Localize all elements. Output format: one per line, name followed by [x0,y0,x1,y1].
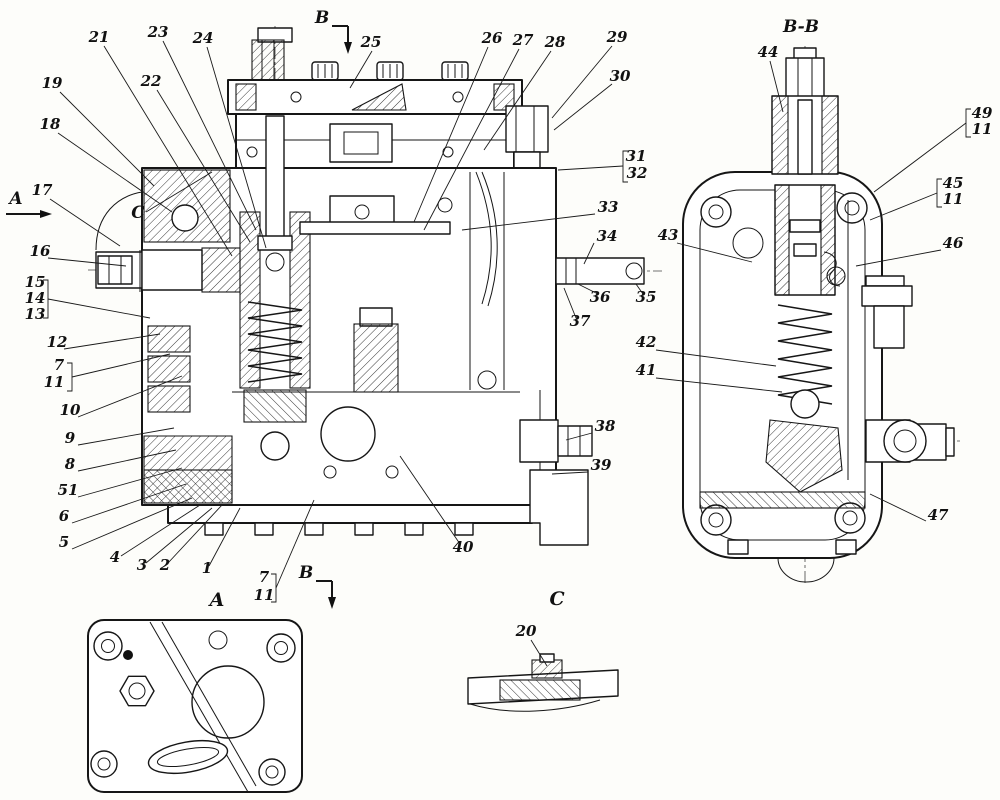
mounting-foot [529,469,589,546]
bb-plunger-tower [771,47,839,175]
callout-44: 44 [758,43,779,61]
callout-20: 20 [515,622,537,640]
callout-12: 12 [47,333,68,351]
callout-19: 19 [42,74,63,92]
callout-6: 6 [59,507,70,525]
side-fitting [519,419,593,463]
callout-7-left: 7 [54,356,65,374]
central-bolt [251,27,293,81]
bottom-flange [167,469,589,546]
section-bb-title: B-B [782,17,819,37]
callout-31: 31 [626,147,647,165]
control-rack [299,221,451,235]
view-a [87,619,303,793]
callout-45: 45 [943,174,964,192]
callout-1: 1 [202,559,212,577]
vent-caps [311,61,469,81]
callout-33: 33 [598,198,619,216]
bb-right-fittings [861,275,955,463]
callout-27: 27 [512,31,534,49]
callout-25: 25 [360,33,382,51]
callout-30: 30 [610,67,631,85]
section-marks [6,25,352,609]
callout-9: 9 [65,429,76,447]
view-c [467,653,619,712]
callout-26: 26 [481,29,503,47]
plunger-spring [247,301,303,383]
callout-15: 15 [25,273,46,291]
callout-labels: 21 22 23 24 25 26 27 28 29 30 31 32 33 3… [25,23,993,640]
callout-23: 23 [147,23,169,41]
callout-11-top-right: 11 [972,120,993,138]
callout-7-bottom: 7 [259,568,270,586]
view-a-slot [147,739,229,775]
leader-lines [43,40,971,667]
view-c-title: C [549,588,564,610]
callout-17: 17 [32,181,53,199]
view-a-hex-nut [119,675,155,707]
left-hex-bolt [97,255,133,285]
callout-40: 40 [453,538,474,556]
callout-2: 2 [159,556,170,574]
callout-49: 49 [972,104,993,122]
callout-34: 34 [597,227,618,245]
section-bb-view [682,46,962,585]
bb-bottom [699,491,866,583]
barrel-right-wall [289,211,311,389]
view-a-bore [191,665,265,739]
top-right-fitting [505,105,549,169]
top-cover [227,79,523,115]
callout-28: 28 [544,33,566,51]
housing-interior [95,115,541,504]
callout-11-bottom: 11 [254,586,275,604]
delivery-valve [353,323,399,393]
arrow-a-head [40,210,52,218]
callout-29: 29 [606,28,628,46]
section-letters: A B B B-B C A C [7,8,819,611]
tappet [243,389,307,423]
callout-51: 51 [58,481,79,499]
callout-43: 43 [658,226,679,244]
callout-38: 38 [595,417,616,435]
callout-14: 14 [25,289,46,307]
callout-22: 22 [140,72,162,90]
callout-10: 10 [60,401,81,419]
callout-4: 4 [110,548,120,566]
callout-18: 18 [40,115,61,133]
right-pin [555,257,645,285]
callout-32: 32 [627,164,648,182]
bb-inner-assembly [732,184,849,493]
detail-c-flag: C [131,203,145,223]
callout-35: 35 [636,288,657,306]
callout-39: 39 [591,456,612,474]
callout-47: 47 [928,506,949,524]
cut-b-bottom-arrow [328,597,336,609]
roller [260,431,290,461]
cut-b-top-label: B [314,8,329,28]
bb-spring [777,304,833,405]
arrow-a-label: A [7,189,22,209]
callout-8: 8 [65,455,76,473]
callout-21: 21 [88,28,110,46]
callout-42: 42 [636,333,657,351]
cut-b-top-arrow [344,42,352,54]
callout-11-right: 11 [943,190,964,208]
view-a-title: A [208,589,225,611]
main-section-view [88,26,662,546]
callout-11-left: 11 [44,373,65,391]
callout-16: 16 [30,242,51,260]
bb-cam [765,419,843,493]
callout-5: 5 [59,533,69,551]
callout-46: 46 [943,234,964,252]
callout-13: 13 [25,305,46,323]
callout-36: 36 [590,288,611,306]
camshaft-bore [320,406,376,462]
callout-37: 37 [570,312,591,330]
callout-24: 24 [192,29,214,47]
barrel-left-wall [239,211,261,389]
cut-b-bottom-label: B [298,563,313,583]
callout-3: 3 [137,556,147,574]
callout-41: 41 [636,361,657,379]
plunger-stem [265,115,285,239]
